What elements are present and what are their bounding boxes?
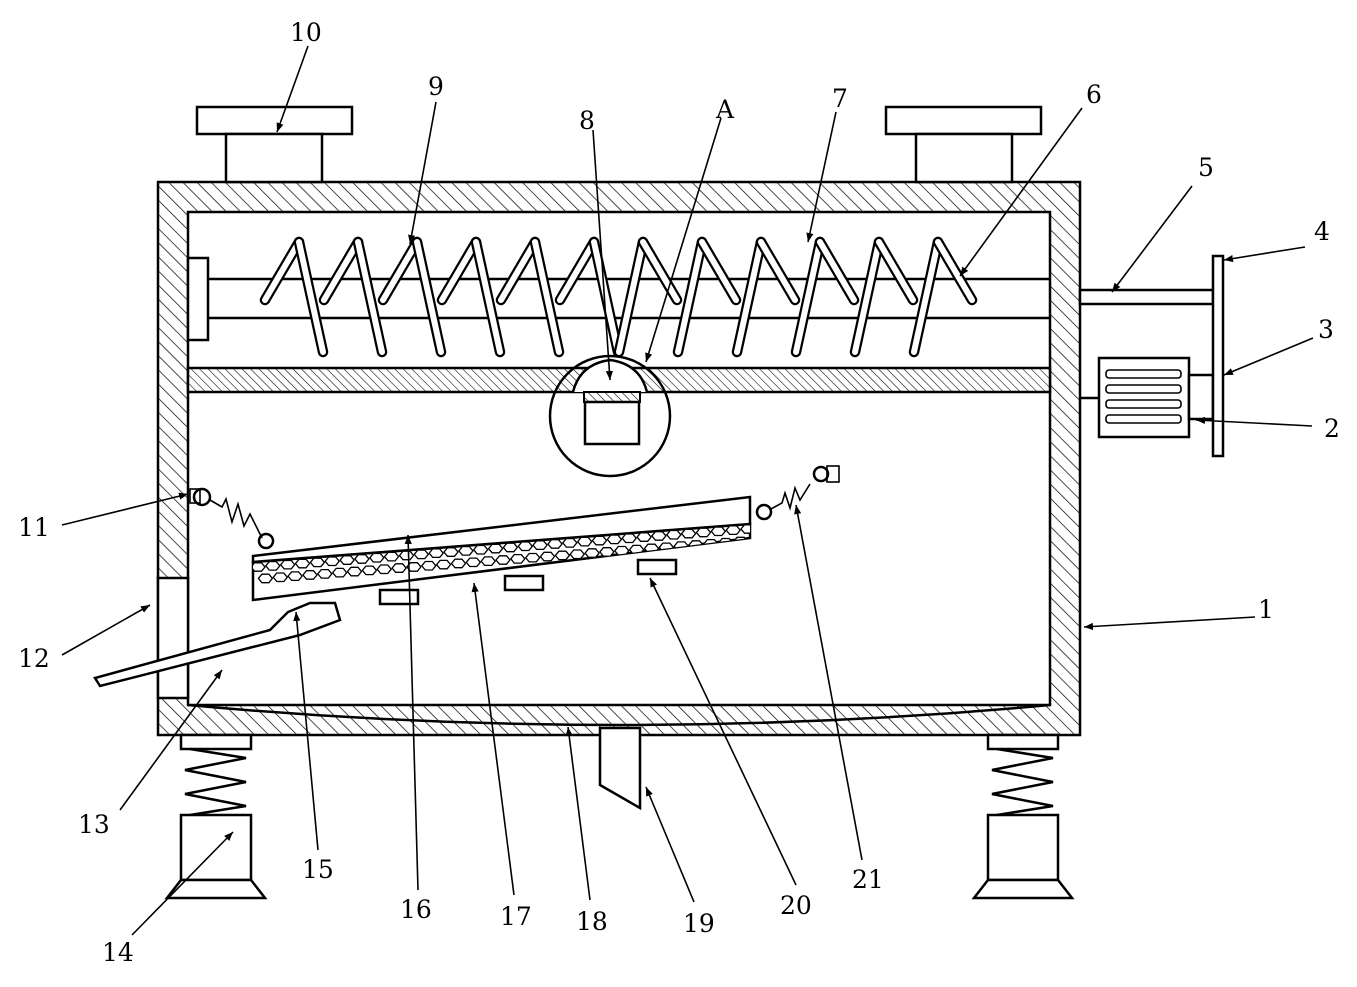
discharge-chute: [93, 601, 342, 688]
screw-conveyor: [186, 236, 1050, 358]
leader-5: [1111, 185, 1193, 293]
leader-a: [645, 117, 722, 363]
leader-4: [1223, 246, 1306, 263]
callout-label-8: 8: [579, 106, 595, 135]
leader-lines: [61, 45, 1314, 936]
callout-label-10: 10: [290, 18, 322, 47]
callout-label-6: 6: [1086, 80, 1102, 109]
callout-label-2: 2: [1324, 414, 1340, 443]
callout-label-5: 5: [1198, 153, 1214, 182]
leader-12: [61, 604, 151, 656]
leader-8: [592, 129, 613, 381]
leader-3: [1223, 337, 1314, 376]
leader-13: [119, 669, 223, 811]
leader-10: [276, 45, 309, 133]
motor-drive: [1078, 254, 1225, 458]
callout-label-12: 12: [18, 644, 50, 673]
leader-9: [408, 101, 437, 245]
left-spring-hanger: [189, 487, 275, 550]
right-foot-spring: [971, 733, 1075, 900]
callout-label-16: 16: [400, 895, 432, 924]
bottom-outlet: [598, 726, 642, 811]
callout-label-19: 19: [683, 909, 715, 938]
leader-16: [404, 534, 419, 891]
callout-label-21: 21: [852, 865, 884, 894]
callout-label-3: 3: [1318, 315, 1334, 344]
leader-6: [959, 107, 1083, 277]
callout-label-11: 11: [18, 513, 50, 542]
callout-label-14: 14: [102, 938, 134, 967]
leader-7: [806, 111, 837, 243]
right-spring-hanger: [755, 465, 840, 521]
callout-label-7: 7: [832, 84, 848, 113]
leader-1: [1083, 616, 1256, 631]
leader-20: [649, 577, 797, 886]
callout-label-15: 15: [302, 855, 334, 884]
callout-label-1: 1: [1258, 595, 1274, 624]
callout-label-13: 13: [78, 810, 110, 839]
callout-labels: 1 2 3 4 5 6 7 8 9 10 A 11 12 13 14 15 16…: [18, 18, 1340, 967]
leader-21: [794, 504, 863, 861]
leader-15: [293, 611, 319, 851]
feed-inlet-right: [884, 105, 1043, 184]
callout-label-17: 17: [500, 902, 532, 931]
callout-label-18: 18: [576, 907, 608, 936]
leader-19: [645, 786, 695, 903]
leader-2: [1195, 416, 1313, 427]
screen-tray: [251, 495, 752, 606]
callout-label-9: 9: [428, 72, 444, 101]
feed-inlet-left: [195, 105, 354, 184]
housing: [156, 180, 1082, 737]
leader-17: [471, 582, 515, 896]
left-foot-spring: [164, 733, 268, 900]
leader-11: [61, 492, 189, 526]
callout-label-4: 4: [1314, 217, 1330, 246]
leader-14: [131, 831, 234, 936]
callout-label-20: 20: [780, 891, 812, 920]
leader-18: [565, 726, 591, 901]
callout-label-a: A: [715, 95, 735, 124]
detail-circle-a: [548, 354, 672, 478]
